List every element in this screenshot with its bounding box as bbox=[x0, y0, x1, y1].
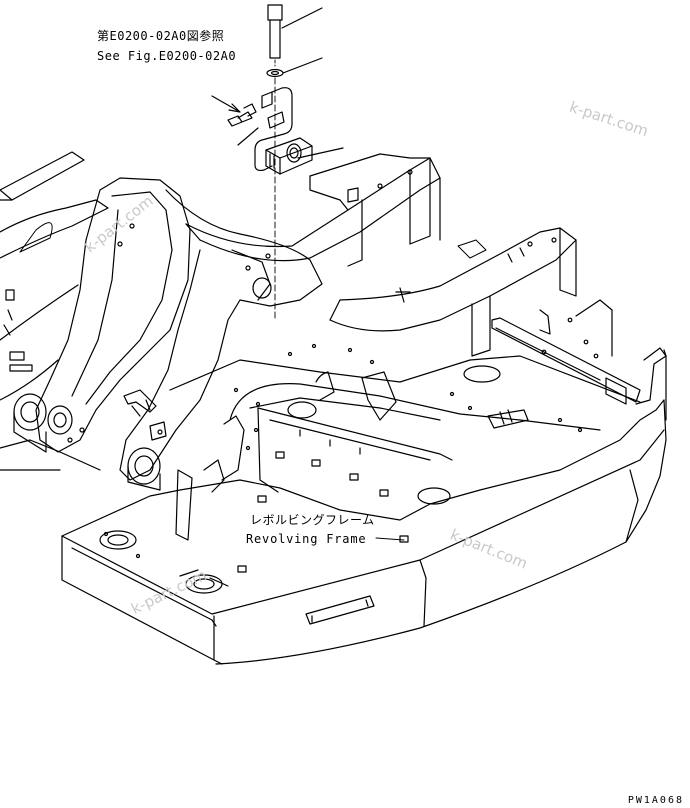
boom-pin-boss bbox=[127, 447, 161, 485]
leader-line bbox=[281, 7, 323, 29]
horn-assembly bbox=[211, 4, 344, 321]
reference-label-en: See Fig.E0200-02A0 bbox=[97, 49, 237, 63]
cross-member bbox=[185, 153, 577, 357]
horn-body bbox=[265, 137, 313, 175]
drawing-code: PW1A068 bbox=[627, 795, 684, 806]
connector-arrow bbox=[211, 95, 241, 113]
leader-line bbox=[375, 537, 405, 541]
washer bbox=[266, 68, 284, 78]
leader-line bbox=[282, 57, 323, 74]
boom-brackets bbox=[13, 177, 323, 491]
left-side-frame bbox=[0, 151, 109, 471]
main-deck bbox=[123, 343, 641, 573]
counterweight-frame bbox=[61, 347, 667, 665]
leader-line bbox=[297, 147, 344, 159]
leader-line bbox=[237, 127, 259, 146]
boom-pin-boss bbox=[47, 405, 73, 435]
wire-harness bbox=[254, 87, 293, 172]
boom-pin-boss bbox=[13, 393, 47, 431]
deck-opening bbox=[463, 365, 501, 383]
revolving-frame-label-en: Revolving Frame bbox=[246, 532, 367, 546]
deck-opening bbox=[417, 487, 451, 505]
connector bbox=[227, 111, 253, 127]
revolving-frame-label-jp: レボルビングフレーム bbox=[250, 513, 375, 527]
bolt bbox=[267, 4, 283, 59]
reference-label-jp: 第E0200-02A0図参照 bbox=[97, 29, 225, 43]
deck-opening bbox=[287, 401, 317, 419]
right-side-frame bbox=[491, 299, 641, 405]
cylinder-mount-hole bbox=[252, 277, 272, 299]
lifting-handle bbox=[305, 595, 375, 625]
